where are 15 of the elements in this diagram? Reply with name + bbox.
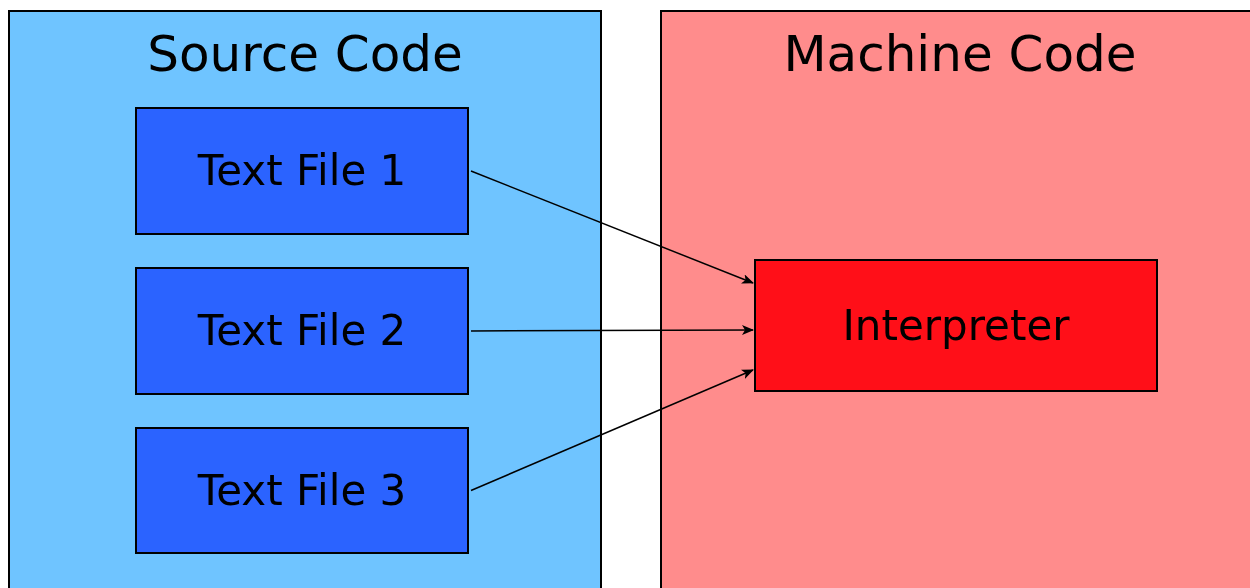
- process-box: [135, 267, 469, 395]
- process-box: [135, 107, 469, 235]
- arrow: [470, 170, 754, 284]
- arrow: [470, 325, 754, 336]
- group-panel: [8, 10, 602, 588]
- box-label: Text File 1: [197, 146, 407, 196]
- panel-title: Source Code: [147, 24, 463, 85]
- arrow: [470, 369, 754, 492]
- box-label: Interpreter: [842, 300, 1070, 351]
- panel-title: Machine Code: [783, 24, 1137, 85]
- box-label: Text File 3: [197, 465, 407, 516]
- process-box: [135, 427, 469, 554]
- box-label: Text File 2: [197, 306, 407, 356]
- group-panel: [660, 10, 1250, 588]
- process-box: [754, 259, 1158, 392]
